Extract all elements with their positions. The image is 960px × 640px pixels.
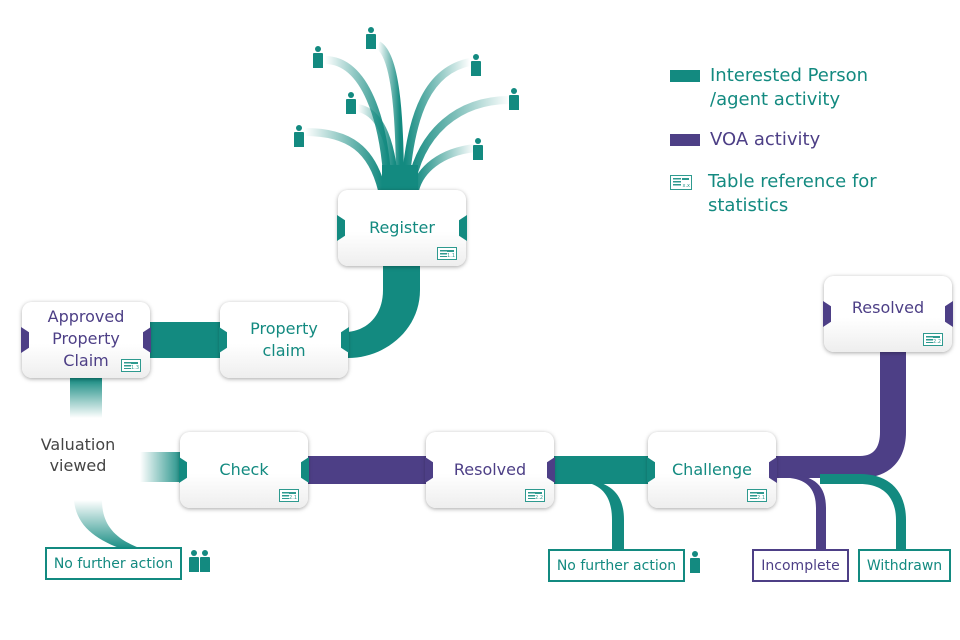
table-ref-icon: 2.1 [279,489,299,502]
connector-tab [459,215,467,241]
person-icon [313,46,323,68]
table-ref-icon: x.x [670,175,692,190]
node-property-claim-label: Property claim [250,319,318,360]
connector-tab [337,215,345,241]
node-register[interactable]: Register 1.1 [337,190,467,266]
table-ref-icon: 2.1 [747,489,767,502]
register-to-property-claim [348,266,420,358]
connector-tab [301,457,309,483]
outcome-no-further-action-1: No further action [45,547,182,580]
outcome-incomplete: Incomplete [752,549,849,582]
challenge-to-withdrawn [820,474,906,552]
node-resolved-challenge[interactable]: Resolved 2.2 [823,276,953,352]
node-check-label: Check [219,460,269,479]
person-icon [471,54,481,76]
connector-tab [219,327,227,353]
node-resolved-check[interactable]: Resolved 2.2 [425,432,555,508]
challenge-to-resolved [772,350,906,478]
connector-tab [647,457,655,483]
node-approved-property-claim-label: Approved Property Claim [47,307,125,370]
valuation-to-check [140,452,184,482]
branch-5 [401,58,471,191]
person-icon [473,138,483,160]
person-icon [690,551,700,573]
legend-item-voa: VOA activity [670,128,820,152]
node-challenge[interactable]: Challenge 2.1 [647,432,777,508]
connector-tab [945,301,953,327]
branch-4 [375,41,404,191]
valuation-to-nfa [74,500,145,550]
node-challenge-label: Challenge [672,460,752,479]
table-ref-icon: 2.2 [525,489,545,502]
person-icon [346,92,356,114]
resolved-to-nfa-branch [585,480,624,550]
person-icon [294,125,304,147]
connector-tab [769,457,777,483]
connector-tab [547,457,555,483]
connector-tab [341,327,349,353]
connector-tab [143,327,151,353]
node-check[interactable]: Check 2.1 [179,432,309,508]
table-ref-icon: 1.1 [437,247,457,260]
register-branches [304,41,511,192]
node-resolved-challenge-label: Resolved [851,298,925,317]
person-icon [366,27,376,49]
resolved-to-challenge [552,456,650,484]
challenge-to-incomplete [790,474,826,552]
person-icon [200,550,210,572]
connector-tab [21,327,29,353]
connector-tab [179,457,187,483]
valuation-viewed-label: Valuation viewed [40,435,116,475]
table-ref-icon: 2.2 [923,333,943,346]
node-resolved-check-label: Resolved [453,460,527,479]
person-icon [189,550,199,572]
property-claim-to-approved [150,322,222,358]
table-ref-icon: 1.3 [121,359,141,372]
teal-bar-swatch [670,70,700,82]
node-register-label: Register [369,218,435,237]
outcome-no-further-action-2: No further action [548,549,685,582]
purple-bar-swatch [670,134,700,146]
legend-item-interested-person: Interested Person /agent activity [670,64,868,112]
node-property-claim[interactable]: Property claim [219,302,349,378]
legend-item-table-ref: x.x Table reference for statistics [670,170,877,218]
approved-down [70,378,102,418]
connector-tab [823,301,831,327]
person-icon [509,88,519,110]
connector-tab [425,457,433,483]
trunk [382,165,418,192]
check-to-resolved [306,456,430,484]
node-approved-property-claim[interactable]: Approved Property Claim 1.3 [21,302,151,378]
branch-1 [304,128,386,192]
outcome-withdrawn: Withdrawn [858,549,951,582]
